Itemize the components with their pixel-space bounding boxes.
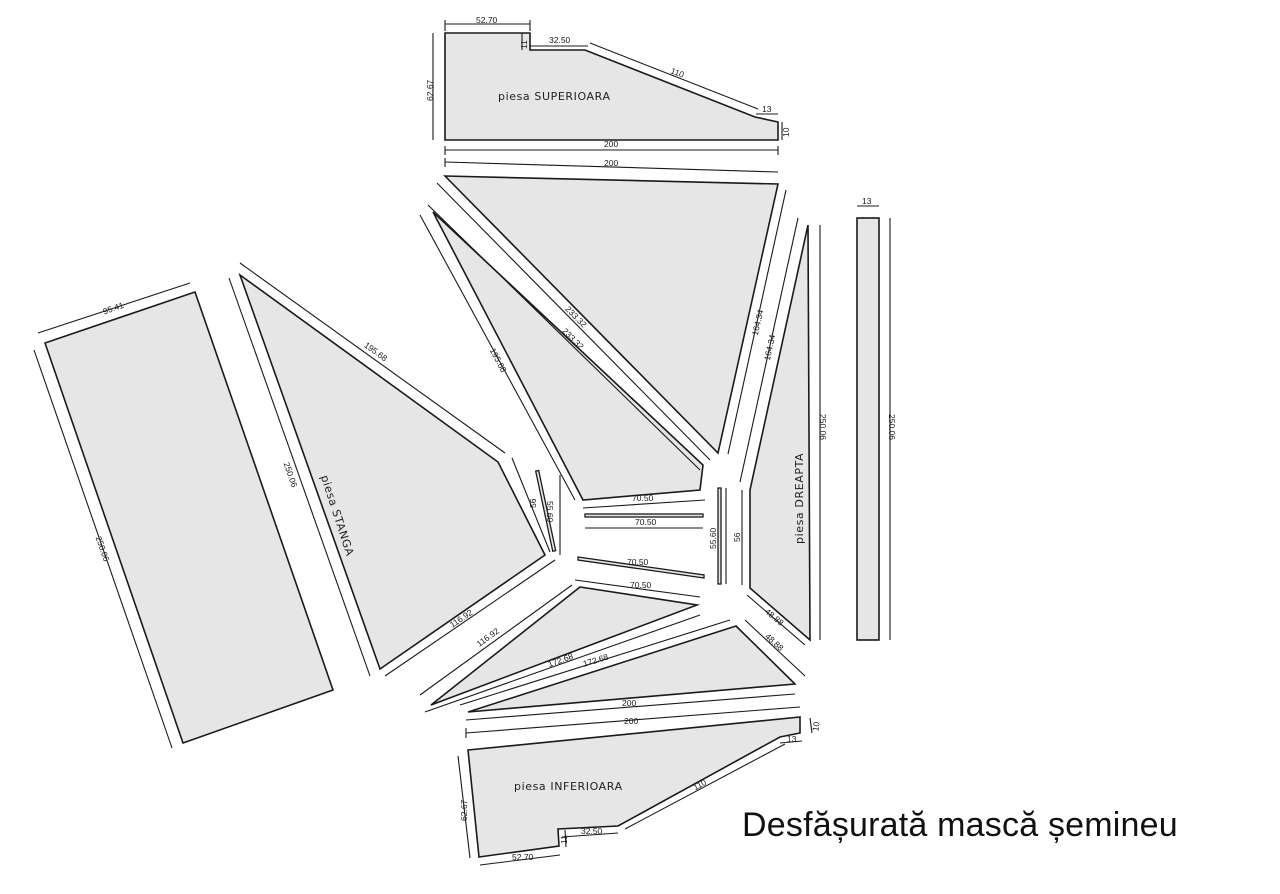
dim-text-bottom-13: 13 (787, 734, 797, 744)
left-upper-triangle-panel (432, 211, 704, 501)
dim-text-top-110: 110 (669, 66, 685, 80)
dim-line-250-06-far-left (33, 349, 173, 749)
dim-text-70-50-d: 70.50 (630, 580, 652, 590)
dim-text-250-06-left: 250.06 (282, 461, 300, 489)
dim-text-95-41: 95.41 (102, 300, 126, 316)
dim-text-upper-200: 200 (604, 158, 618, 168)
upper-triangle-panel (443, 175, 779, 455)
dim-text-bottom-10: 10 (810, 721, 822, 732)
dim-line-195-68-a (419, 214, 576, 501)
far-right-strip-panel (856, 217, 880, 641)
dim-line-164-34-a (727, 189, 787, 455)
bottom-piece-panel (467, 716, 801, 858)
dim-text-bottom-32-50: 32.50 (581, 826, 603, 836)
dim-line-116-92-a (384, 559, 556, 677)
dim-line-116-92-b (419, 584, 573, 696)
dim-line-164-34-b (739, 217, 799, 483)
dim-line-top-110 (589, 42, 759, 110)
dim-line-bottom-52-70 (479, 854, 561, 866)
dim-line-bottom-32-50 (561, 832, 619, 838)
dim-text-55-60-b: 55.60 (708, 527, 718, 549)
dim-line-233-32-a (436, 182, 711, 461)
strip-70-50-c (577, 556, 705, 579)
dim-text-250-06-strip: 250.06 (887, 414, 897, 440)
dim-text-250-06-right: 250.06 (818, 414, 828, 440)
lower-triangle-panel (467, 625, 797, 713)
dim-line-195-68-b (239, 262, 506, 454)
right-piece-group: piesa DREAPTA 164.34 250.06 56 48.88 (732, 217, 828, 646)
dim-line-70-50-d (574, 579, 701, 598)
dim-text-lower-200-b: 200 (624, 716, 638, 726)
dim-line-233-32-b (427, 204, 701, 471)
left-piece-panel (238, 272, 547, 671)
strip-55-60-b (717, 487, 722, 585)
dim-text-250-06-far-left: 250.06 (94, 535, 112, 563)
right-piece-panel (749, 224, 811, 642)
dim-line-lower-200-a (465, 693, 796, 721)
dim-line-bottom-13 (779, 740, 803, 744)
dim-text-172-68-b: 172.68 (582, 652, 610, 669)
dim-text-top-13: 13 (762, 104, 772, 114)
dim-line-lower-200-b (465, 706, 801, 734)
dim-line-48-88-b (744, 619, 806, 677)
dim-text-lower-200-a: 200 (622, 698, 636, 708)
lower-middle-triangle-group: 70.50 116.92 172.68 (419, 579, 701, 713)
dim-text-56-left: 56 (528, 498, 538, 508)
dim-line-172-68-a (424, 614, 701, 713)
dim-line-172-68-b (459, 619, 731, 706)
dim-text-13-strip: 13 (862, 196, 872, 206)
small-strips-group: 70.50 70.50 55.60 55.60 (534, 469, 727, 585)
top-piece-label: piesa SUPERIOARA (498, 90, 611, 103)
dim-line-48-88-a (746, 594, 806, 646)
bottom-piece-label: piesa INFERIOARA (514, 780, 623, 793)
far-left-panel (43, 290, 335, 745)
dim-text-bottom-11: 11 (559, 835, 569, 844)
dim-text-70-50-c: 70.50 (627, 557, 649, 567)
strip-70-50-a (584, 513, 704, 518)
dim-text-164-34-a: 164.34 (750, 308, 766, 336)
dim-text-bottom-62-67: 62.67 (459, 799, 469, 821)
top-piece-group: piesa SUPERIOARA 52.70 11 32.50 110 13 1… (425, 15, 791, 155)
dim-line-70-50-a (582, 499, 706, 509)
lower-triangle-group: 172.68 48.88 200 200 (459, 619, 806, 738)
dim-text-70-50-b: 70.50 (635, 517, 657, 527)
drawing-title: Desfășurată mască șemineu (742, 806, 1178, 844)
dim-line-upper-200 (444, 161, 779, 173)
dim-line-250-06-left (228, 277, 371, 677)
far-right-strip-group: 13 250.06 (856, 196, 897, 641)
lower-middle-triangle-panel (430, 586, 701, 706)
dim-text-top-32-50: 32.50 (549, 35, 571, 45)
dim-text-top-10: 10 (781, 127, 791, 137)
upper-triangle-group: 200 233.32 164.34 (436, 158, 787, 461)
top-piece-panel (444, 32, 779, 141)
dim-text-top-52-70: 52.70 (476, 15, 498, 25)
dim-text-bottom-52-70: 52.70 (512, 852, 534, 862)
dim-line-56-left (511, 457, 551, 553)
dim-line-bottom-110 (624, 743, 786, 830)
dim-text-55-60-a: 55.60 (545, 501, 555, 523)
dim-text-48-88-b: 48.88 (763, 631, 786, 653)
dim-text-164-34-b: 164.34 (762, 333, 777, 361)
dim-text-70-50-a: 70.50 (632, 493, 654, 503)
dim-line-bottom-height (457, 755, 471, 859)
dim-text-top-62-67: 62.67 (425, 79, 435, 101)
dim-text-top-11: 11 (519, 40, 529, 49)
right-piece-label: piesa DREAPTA (793, 453, 806, 544)
dim-text-56-right: 56 (732, 532, 742, 542)
dim-line-bottom-11 (564, 829, 567, 848)
strip-55-60-a (534, 469, 557, 553)
bottom-piece-group: piesa INFERIOARA 62.67 10 13 110 32.50 1… (457, 716, 822, 866)
dim-line-bottom-10 (809, 717, 813, 734)
dim-text-top-200: 200 (604, 139, 618, 149)
dim-line-95-41 (37, 282, 191, 334)
